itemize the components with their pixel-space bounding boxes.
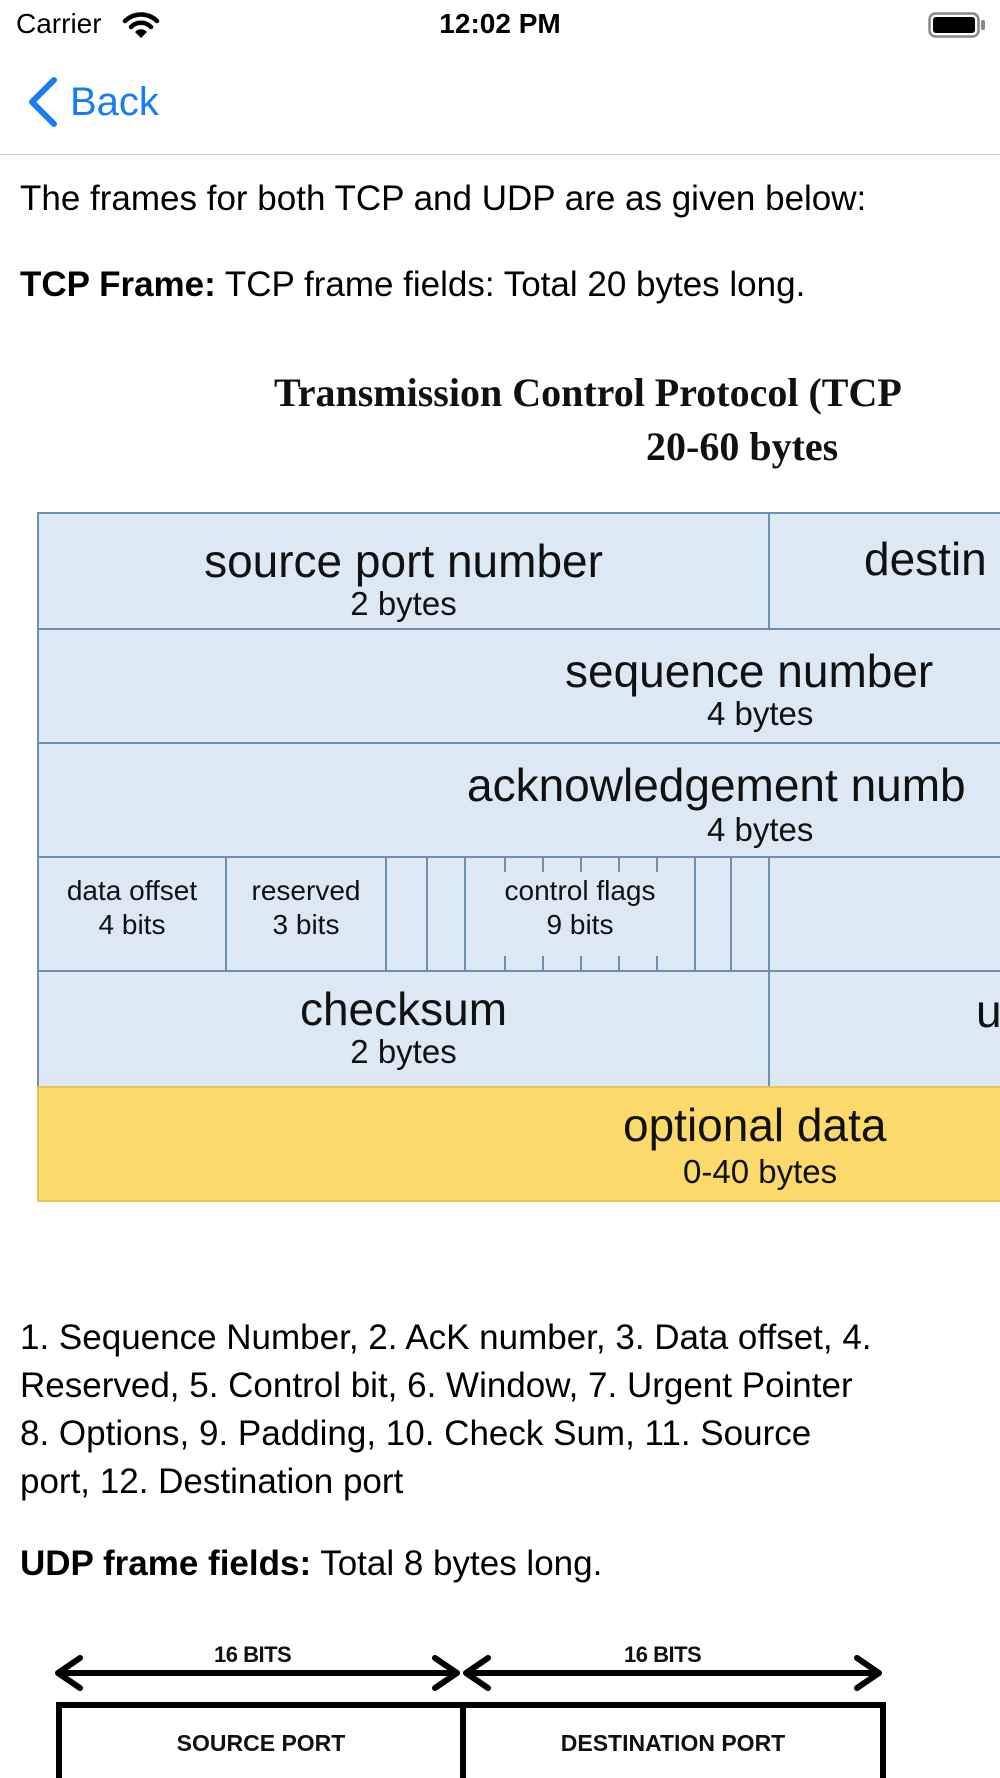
checksum-field: checksum 2 bytes	[37, 970, 770, 1088]
tcp-heading: TCP Frame: TCP frame fields: Total 20 by…	[20, 261, 805, 309]
field-list-line: 8. Options, 9. Padding, 10. Check Sum, 1…	[20, 1414, 812, 1453]
udp-left-arrowhead-left	[55, 1655, 83, 1691]
source-port-field: source port number 2 bytes	[37, 512, 770, 630]
sequence-number-field: sequence number 4 bytes	[37, 628, 1000, 744]
udp-source-port-label: SOURCE PORT	[176, 1730, 346, 1756]
control-flags-field: control flags 9 bits	[464, 856, 696, 972]
window-field	[768, 856, 1000, 972]
udp-heading-text: Total 8 bytes long.	[311, 1544, 603, 1583]
ack-number-field: acknowledgement numb 4 bytes	[37, 742, 1000, 858]
flag-cell	[730, 856, 770, 972]
flag-tick	[656, 858, 658, 872]
udp-bit-arrows	[55, 1655, 882, 1691]
field-list-line: port, 12. Destination port	[20, 1462, 404, 1501]
flag-cell	[385, 856, 428, 972]
back-button[interactable]: Back	[26, 76, 159, 128]
flag-tick	[542, 956, 544, 970]
flag-tick	[618, 858, 620, 872]
urgent-pointer-field: u	[768, 970, 1000, 1088]
clock: 12:02 PM	[439, 8, 561, 39]
navigation-bar: Back	[0, 50, 1000, 155]
sequence-number-name: sequence number	[565, 645, 934, 697]
udp-header-diagram: 16 BITS 16 BITS SOURCE PORT DESTINATION …	[0, 1620, 1000, 1778]
ack-number-size: 4 bytes	[707, 811, 814, 848]
destination-port-name: destin	[864, 533, 987, 585]
status-bar: Carrier 12:02 PM	[0, 0, 1000, 50]
udp-left-bits-label: 16 BITS	[214, 1642, 292, 1667]
udp-source-port-field: SOURCE PORT	[56, 1702, 466, 1778]
checksum-name: checksum	[299, 983, 508, 1035]
tcp-diagram-subtitle: 20-60 bytes	[646, 424, 839, 469]
reserved-name: reserved	[251, 875, 361, 906]
ack-number-name: acknowledgement numb	[467, 759, 966, 811]
chevron-left-icon	[29, 77, 57, 127]
sequence-number-size: 4 bytes	[707, 695, 814, 732]
flag-cell	[694, 856, 732, 972]
udp-heading: UDP frame fields: Total 8 bytes long.	[20, 1540, 602, 1588]
udp-heading-label: UDP frame fields:	[20, 1544, 312, 1583]
field-list: 1. Sequence Number, 2. AcK number, 3. Da…	[20, 1314, 980, 1583]
data-offset-name: data offset	[66, 875, 198, 906]
optional-data-name: optional data	[623, 1099, 887, 1151]
field-list-line: 1. Sequence Number, 2. AcK number, 3. Da…	[20, 1318, 872, 1357]
field-list-line: Reserved, 5. Control bit, 6. Window, 7. …	[20, 1366, 853, 1405]
back-label: Back	[70, 79, 159, 124]
udp-destination-port-field: DESTINATION PORT	[460, 1702, 886, 1778]
udp-right-bits-label: 16 BITS	[624, 1642, 702, 1667]
data-offset-size: 4 bits	[98, 909, 166, 940]
tcp-heading-label: TCP Frame:	[20, 265, 216, 304]
flag-tick	[504, 956, 506, 970]
data-offset-field: data offset 4 bits	[37, 856, 227, 972]
source-port-size: 2 bytes	[350, 585, 457, 622]
flag-tick	[656, 956, 658, 970]
flag-tick	[504, 858, 506, 872]
optional-data-field: optional data 0-40 bytes	[37, 1086, 1000, 1202]
flag-tick	[580, 858, 582, 872]
wifi-icon	[122, 12, 160, 38]
udp-right-arrowhead-left	[463, 1655, 491, 1691]
flag-tick	[542, 858, 544, 872]
optional-data-size: 0-40 bytes	[683, 1153, 838, 1190]
udp-destination-port-label: DESTINATION PORT	[560, 1730, 786, 1756]
destination-port-field: destin	[768, 512, 1000, 630]
udp-left-arrowhead-right	[432, 1655, 460, 1691]
tcp-heading-text: TCP frame fields: Total 20 bytes long.	[215, 265, 806, 304]
carrier-label: Carrier	[16, 8, 102, 39]
flag-tick	[618, 956, 620, 970]
control-flags-name: control flags	[504, 875, 656, 906]
tcp-diagram-title: Transmission Control Protocol (TCP	[274, 370, 902, 415]
urgent-pointer-name: u	[976, 985, 1000, 1037]
control-flags-size: 9 bits	[546, 909, 614, 940]
battery-icon	[928, 12, 985, 38]
reserved-size: 3 bits	[272, 909, 340, 940]
tcp-header-diagram: Transmission Control Protocol (TCP 20-60…	[0, 345, 1000, 1225]
flag-tick	[580, 956, 582, 970]
intro-text: The frames for both TCP and UDP are as g…	[20, 179, 867, 218]
checksum-size: 2 bytes	[350, 1033, 457, 1070]
source-port-name: source port number	[204, 535, 603, 587]
reserved-field: reserved 3 bits	[225, 856, 387, 972]
flag-cell	[426, 856, 466, 972]
udp-right-arrowhead-right	[854, 1655, 882, 1691]
